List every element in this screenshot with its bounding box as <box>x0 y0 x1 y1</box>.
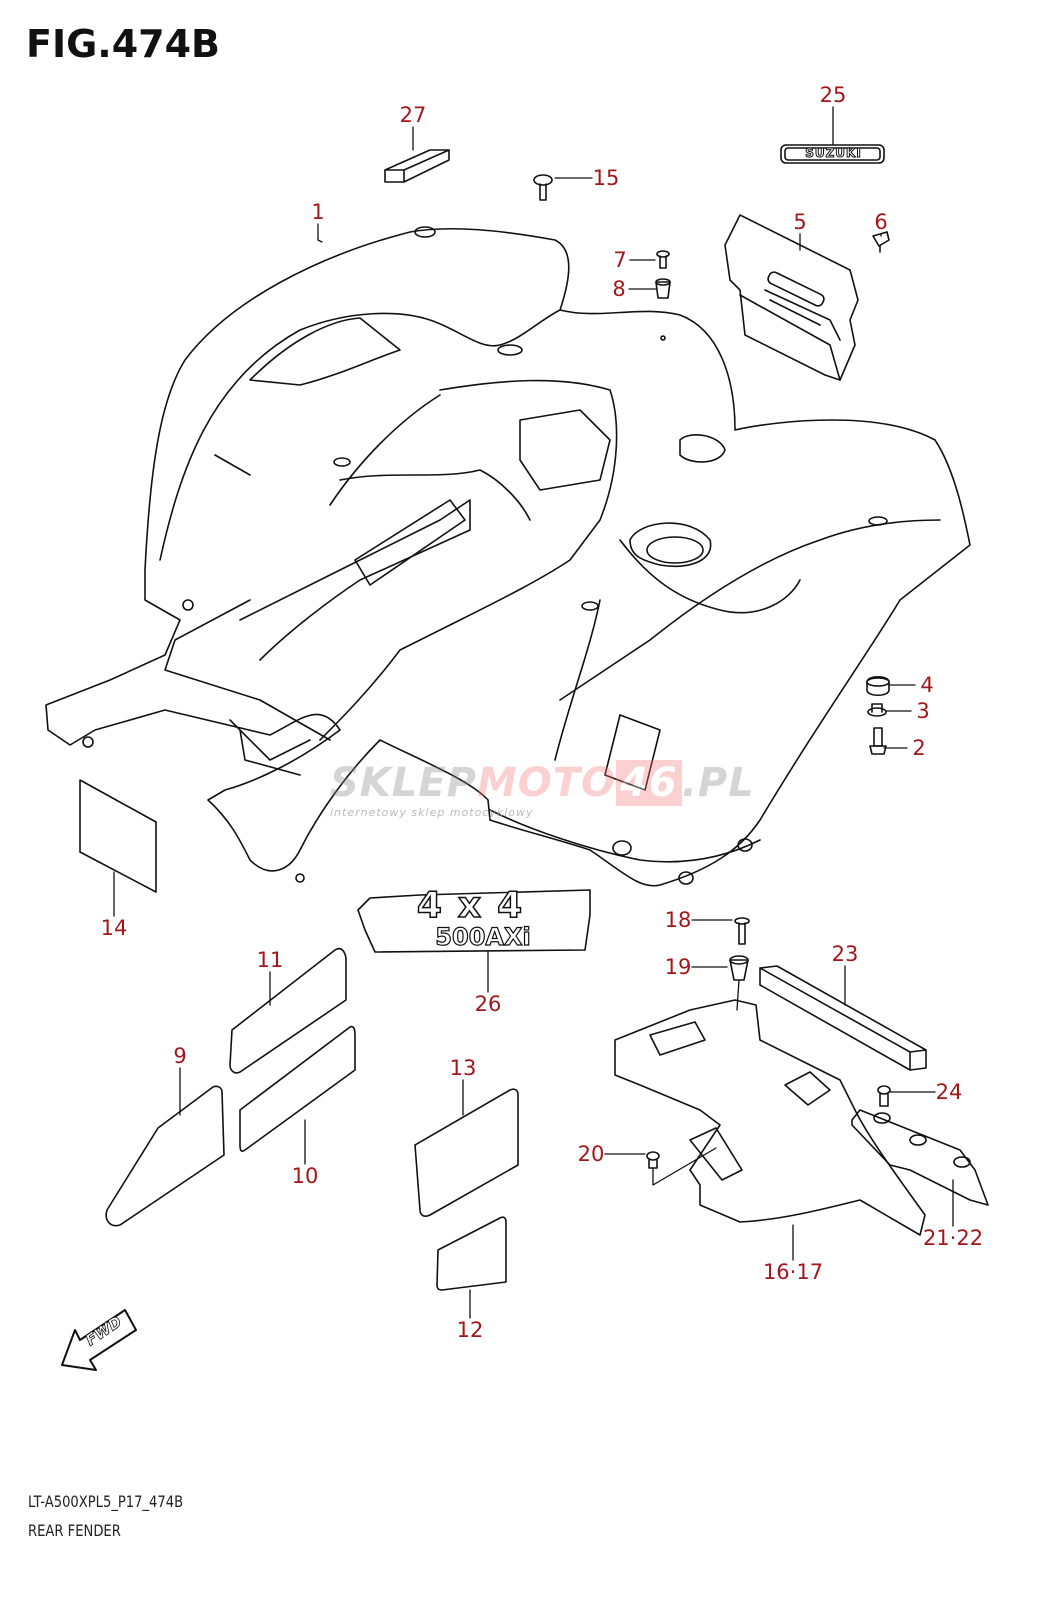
sticker-14-part[interactable] <box>79 779 157 893</box>
mud-guard-part[interactable] <box>614 999 926 1236</box>
callout-4[interactable]: 4 <box>920 673 934 697</box>
nut-19-part[interactable] <box>729 955 749 981</box>
screw-15-part[interactable] <box>533 174 553 201</box>
callout-9[interactable]: 9 <box>173 1044 187 1068</box>
callout-11[interactable]: 11 <box>256 948 284 972</box>
forward-arrow-icon <box>61 1309 137 1371</box>
clip-20-part[interactable] <box>646 1151 660 1169</box>
callout-15[interactable]: 15 <box>592 166 620 190</box>
sticker-12-part[interactable] <box>436 1216 507 1291</box>
callout-7[interactable]: 7 <box>613 248 627 272</box>
grommet-4-part[interactable] <box>866 675 890 697</box>
callout-13[interactable]: 13 <box>449 1056 477 1080</box>
model-decal-part[interactable] <box>357 889 591 953</box>
callout-1[interactable]: 1 <box>311 200 325 224</box>
screw-24-part[interactable] <box>877 1085 891 1107</box>
model-decal-bottom-text: 500AXi <box>435 923 532 951</box>
suzuki-emblem-text: SUZUKI <box>805 146 862 161</box>
callout-8[interactable]: 8 <box>612 277 626 301</box>
sticker-11-part[interactable] <box>229 947 347 1074</box>
callout-10[interactable]: 10 <box>291 1164 319 1188</box>
callout-2[interactable]: 2 <box>912 736 926 760</box>
callout-16-17[interactable]: 16·17 <box>762 1260 824 1284</box>
foam-block-part[interactable] <box>384 149 450 183</box>
callout-20[interactable]: 20 <box>577 1142 605 1166</box>
callout-12[interactable]: 12 <box>456 1318 484 1342</box>
guard-plate-part[interactable] <box>851 1109 989 1206</box>
bracket-part[interactable] <box>724 214 859 381</box>
callout-26[interactable]: 26 <box>474 992 502 1016</box>
clip-6-part[interactable] <box>872 231 890 253</box>
callout-23[interactable]: 23 <box>831 942 859 966</box>
figure-title: FIG.474B <box>26 22 221 66</box>
foam-strip-part[interactable] <box>759 965 927 1071</box>
callout-25[interactable]: 25 <box>819 83 847 107</box>
callout-24[interactable]: 24 <box>935 1080 963 1104</box>
bolt-2-part[interactable] <box>869 727 887 755</box>
screw-18-part[interactable] <box>734 917 750 945</box>
figure-name: REAR FENDER <box>28 1521 121 1540</box>
callout-6[interactable]: 6 <box>874 210 888 234</box>
callout-19[interactable]: 19 <box>664 955 692 979</box>
callout-27[interactable]: 27 <box>399 103 427 127</box>
model-decal-top-text: 4x4 <box>416 885 539 926</box>
callout-18[interactable]: 18 <box>664 908 692 932</box>
sticker-13-part[interactable] <box>414 1088 519 1217</box>
callout-3[interactable]: 3 <box>916 699 930 723</box>
sticker-9-part[interactable] <box>105 1085 225 1227</box>
collar-3-part[interactable] <box>867 703 887 717</box>
callout-21-22[interactable]: 21·22 <box>922 1226 984 1250</box>
rear-fender-part[interactable] <box>45 226 971 887</box>
screw-7-part[interactable] <box>656 250 670 269</box>
figure-code: LT-A500XPL5_P17_474B <box>28 1492 184 1511</box>
callout-5[interactable]: 5 <box>793 210 807 234</box>
nut-8-part[interactable] <box>655 278 671 299</box>
leader-lines <box>113 106 954 1319</box>
callout-14[interactable]: 14 <box>100 916 128 940</box>
sticker-10-part[interactable] <box>239 1025 356 1152</box>
